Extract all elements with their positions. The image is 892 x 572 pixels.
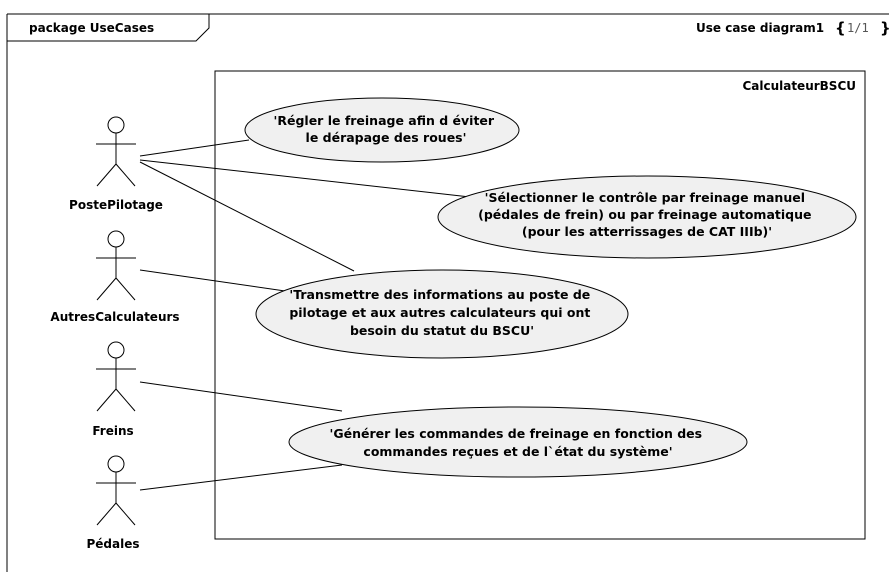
actor-postepilotage[interactable]: PostePilotage: [69, 116, 163, 212]
association-line: [139, 161, 355, 272]
association-line: [139, 381, 343, 412]
stick-figure-icon: [96, 230, 136, 301]
use-case-label: 'Sélectionner le contrôle par freinage m…: [478, 190, 816, 239]
associations: [139, 139, 471, 491]
stick-figure-icon: [96, 116, 136, 187]
page-indicator: 1/1: [847, 21, 869, 35]
association-line: [139, 159, 471, 198]
use-case-transmettre-informations[interactable]: 'Transmettre des informations au poste d…: [255, 269, 629, 359]
use-case-selectionner-controle[interactable]: 'Sélectionner le contrôle par freinage m…: [437, 175, 857, 259]
use-case-generer-commandes[interactable]: 'Générer les commandes de freinage en fo…: [288, 406, 748, 478]
association-line: [139, 269, 286, 292]
association-line: [139, 464, 343, 491]
system-name: CalculateurBSCU: [742, 79, 856, 93]
actor-pedales[interactable]: Pédales: [86, 455, 140, 551]
diagram-frame: package UseCases Use case diagram1 { 1/1…: [6, 13, 891, 572]
page-brace-close: }: [880, 19, 891, 37]
package-tab: [7, 14, 210, 42]
stick-figure-icon: [96, 455, 136, 526]
actor-label: AutresCalculateurs: [50, 310, 179, 324]
actor-freins[interactable]: Freins: [92, 341, 136, 438]
stick-figure-icon: [96, 341, 136, 412]
actor-label: Pédales: [86, 537, 139, 551]
actor-label: Freins: [92, 424, 133, 438]
package-label: package UseCases: [29, 21, 154, 35]
use-case-label: 'Transmettre des informations au poste d…: [289, 287, 594, 338]
use-case-label: 'Régler le freinage afin d éviter le dér…: [274, 113, 499, 145]
actor-autrescalculateurs[interactable]: AutresCalculateurs: [50, 230, 180, 324]
use-case-label: 'Générer les commandes de freinage en fo…: [330, 426, 707, 459]
actor-label: PostePilotage: [69, 198, 163, 212]
page-brace-open: {: [835, 19, 846, 37]
association-line: [139, 139, 250, 157]
diagram-name: Use case diagram1: [696, 21, 824, 35]
use-case-regler-freinage[interactable]: 'Régler le freinage afin d éviter le dér…: [244, 97, 520, 163]
